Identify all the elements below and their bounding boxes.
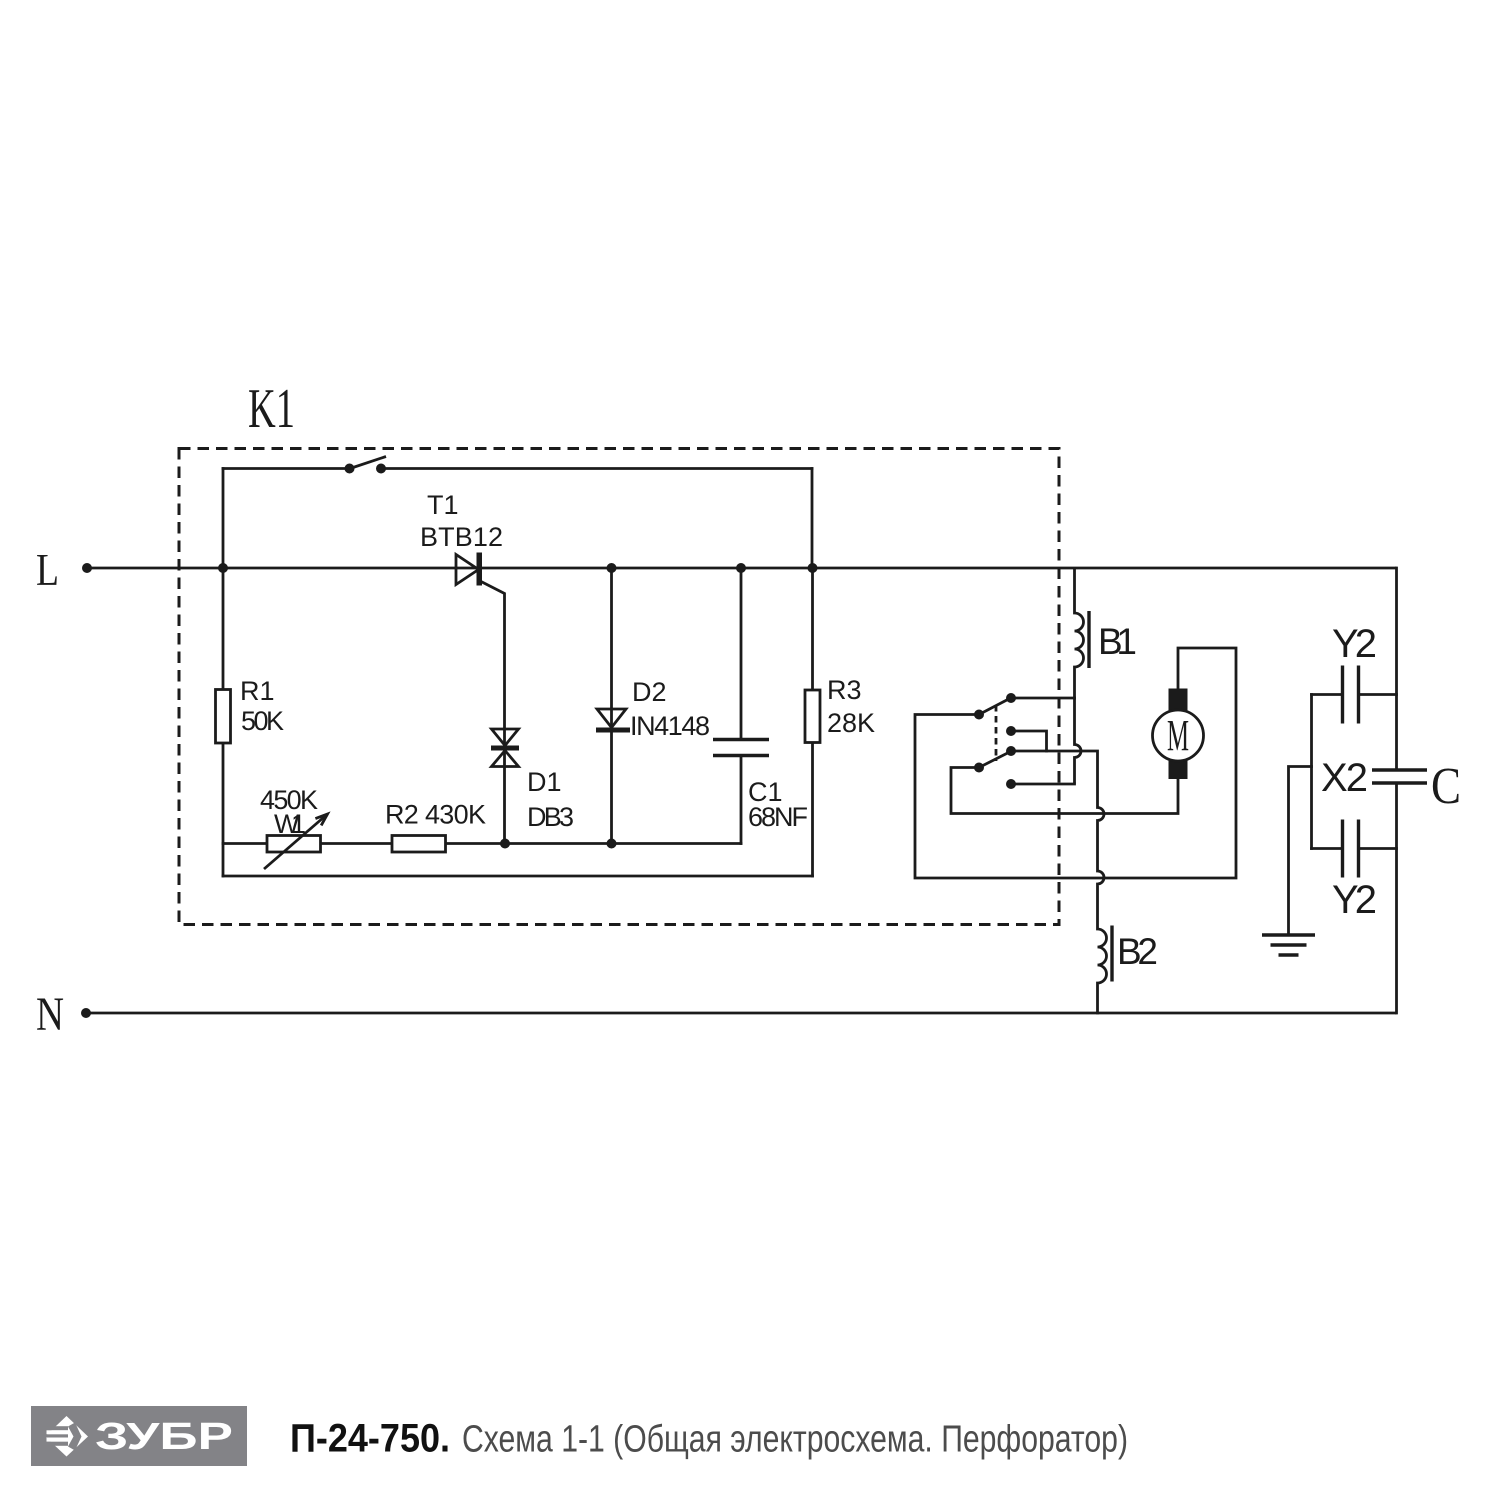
svg-text:W1: W1: [274, 809, 306, 839]
svg-text:50K: 50K: [241, 706, 284, 736]
svg-text:B1: B1: [1098, 621, 1137, 662]
svg-text:R2 430K: R2 430K: [385, 800, 486, 830]
svg-text:N: N: [36, 988, 64, 1041]
svg-text:X2: X2: [1321, 756, 1368, 800]
svg-text:DB3: DB3: [527, 802, 574, 832]
svg-text:П-24-750.: П-24-750.: [290, 1417, 450, 1461]
svg-text:Y2: Y2: [1332, 878, 1377, 922]
svg-text:T1: T1: [427, 490, 459, 520]
svg-text:Схема 1-1 (Общая электросхема.: Схема 1-1 (Общая электросхема. Перфорато…: [462, 1419, 1128, 1461]
svg-text:M: M: [1167, 711, 1189, 760]
svg-text:Y2: Y2: [1332, 622, 1377, 666]
svg-text:28K: 28K: [827, 708, 875, 738]
svg-text:ЗУБР: ЗУБР: [95, 1416, 233, 1458]
svg-text:R3: R3: [827, 675, 862, 705]
svg-text:R1: R1: [240, 676, 275, 706]
svg-text:D1: D1: [527, 767, 562, 797]
svg-text:C: C: [1431, 758, 1461, 815]
svg-text:D2: D2: [632, 677, 667, 707]
svg-text:B2: B2: [1117, 931, 1158, 972]
svg-text:L: L: [36, 544, 59, 595]
svg-text:K1: K1: [248, 378, 295, 440]
svg-text:450K: 450K: [260, 785, 318, 815]
svg-text:68NF: 68NF: [748, 802, 808, 832]
svg-text:C1: C1: [748, 777, 783, 807]
svg-text:BTB12: BTB12: [420, 522, 503, 552]
svg-text:IN4148: IN4148: [630, 711, 710, 741]
